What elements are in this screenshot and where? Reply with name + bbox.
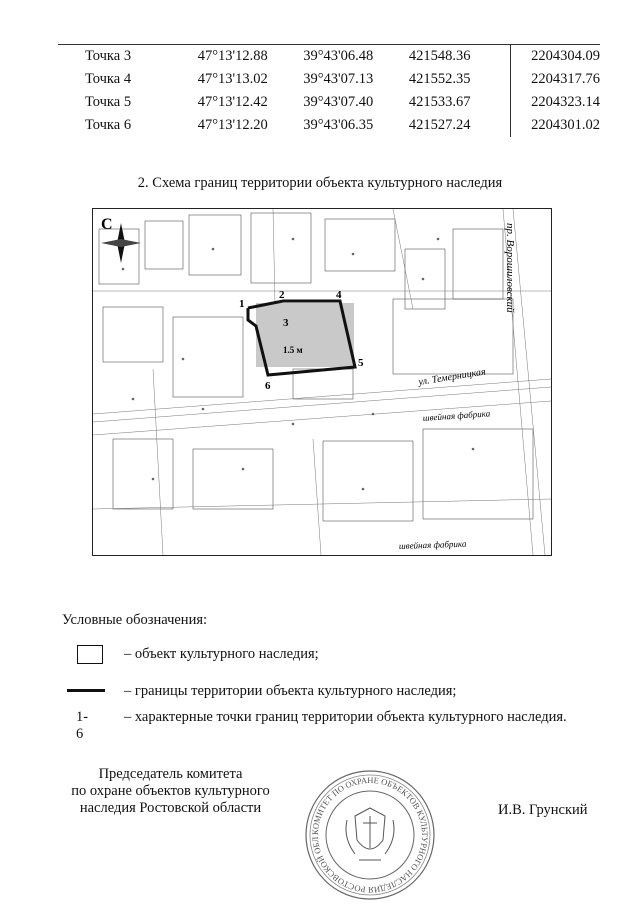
- legend-box-symbol: [77, 645, 103, 664]
- coordinate-cell: Точка 5: [85, 94, 132, 110]
- signatory-position-line-1: Председатель комитета: [98, 766, 243, 782]
- signatory-position-line-2: по охране объектов культурного: [71, 783, 270, 799]
- coordinate-cell: 39°43'07.40: [303, 94, 374, 110]
- point-3-label: 3: [283, 317, 289, 329]
- map-buildings: [98, 212, 534, 522]
- coordinate-cell: Точка 6: [85, 117, 132, 133]
- seal-emblem: [345, 807, 395, 861]
- coordinate-cell: 421548.36: [408, 44, 512, 68]
- legend-points-symbol: 1-6: [76, 709, 89, 742]
- signatory-name: И.В. Грунский: [498, 802, 588, 818]
- signatory-position: Председатель комитета по охране объектов…: [58, 766, 283, 817]
- cultural-object-area: [256, 303, 354, 367]
- coordinate-row: Точка 5 47°13'12.42 39°43'07.40 421533.67 22…: [58, 91, 600, 114]
- map-drawing: С 1 2 3 4 5 6 1.5 м пр. Ворошиловский ул…: [93, 209, 551, 555]
- coordinate-cell: 39°43'06.35: [303, 117, 374, 133]
- coordinate-cell: 47°13'12.42: [197, 94, 268, 110]
- legend-line-symbol: [67, 689, 105, 692]
- legend-text-boundary: – границы территории объекта культурного…: [124, 683, 457, 699]
- boundary-scheme-map: С 1 2 3 4 5 6 1.5 м пр. Ворошиловский ул…: [92, 208, 552, 556]
- coordinate-cell: 47°13'13.02: [197, 71, 268, 87]
- coordinate-cell: 2204323.14: [531, 94, 600, 110]
- coordinate-row: Точка 6 47°13'12.20 39°43'06.35 421527.24 22…: [58, 114, 600, 137]
- coordinate-cell: Точка 3: [58, 44, 198, 68]
- coordinate-cell: 39°43'07.13: [303, 71, 374, 87]
- point-1-label: 1: [239, 298, 245, 310]
- coordinate-cell: Точка 4: [85, 71, 132, 87]
- object-label: 1.5 м: [283, 345, 303, 355]
- coordinate-cell: 39°43'06.48: [303, 44, 409, 68]
- point-2-label: 2: [279, 289, 285, 301]
- scheme-title: 2. Схема границ территории объекта культ…: [137, 175, 503, 191]
- coordinate-cell: 2204301.02: [531, 117, 600, 133]
- signatory-position-line-3: наследия Ростовской области: [79, 800, 262, 816]
- svg-text:КОМИТЕТ ПО ОХРАНЕ ОБЪЕКТОВ КУЛ: КОМИТЕТ ПО ОХРАНЕ ОБЪЕКТОВ КУЛЬТУРНОГО Н…: [303, 768, 430, 895]
- seal-ring-text: КОМИТЕТ ПО ОХРАНЕ ОБЪЕКТОВ КУЛЬТУРНОГО Н…: [303, 768, 430, 895]
- coordinate-cell: 421533.67: [408, 91, 512, 114]
- territory-boundary: [246, 299, 357, 377]
- factory-label-1: швейная фабрика: [422, 408, 491, 423]
- coordinate-cell: 2204304.09: [510, 44, 600, 68]
- factory-label-2: швейная фабрика: [399, 539, 467, 551]
- coordinate-cell: 421552.35: [408, 68, 512, 91]
- point-4-label: 4: [336, 289, 342, 301]
- legend-text-points: – характерные точки границ территории об…: [124, 709, 567, 725]
- map-dots: [121, 237, 475, 491]
- point-5-label: 5: [358, 357, 364, 369]
- point-6-label: 6: [265, 380, 271, 392]
- north-label: С: [101, 216, 113, 233]
- coordinate-cell: 2204317.76: [531, 71, 600, 87]
- north-arrow-icon: [101, 223, 141, 263]
- coordinate-cell: 47°13'12.88: [197, 44, 304, 68]
- legend-text-object: – объект культурного наследия;: [124, 646, 319, 662]
- map-detail-lines: [93, 209, 551, 555]
- street-voroshilovsky-label: пр. Ворошиловский: [504, 223, 516, 313]
- coordinate-cell: 47°13'12.20: [197, 117, 268, 133]
- official-seal-icon: КОМИТЕТ ПО ОХРАНЕ ОБЪЕКТОВ КУЛЬТУРНОГО Н…: [303, 768, 435, 900]
- coordinate-cell: 421527.24: [408, 114, 512, 137]
- coordinate-row: Точка 4 47°13'13.02 39°43'07.13 421552.35 22…: [58, 68, 600, 91]
- legend-title: Условные обозначения:: [62, 612, 208, 628]
